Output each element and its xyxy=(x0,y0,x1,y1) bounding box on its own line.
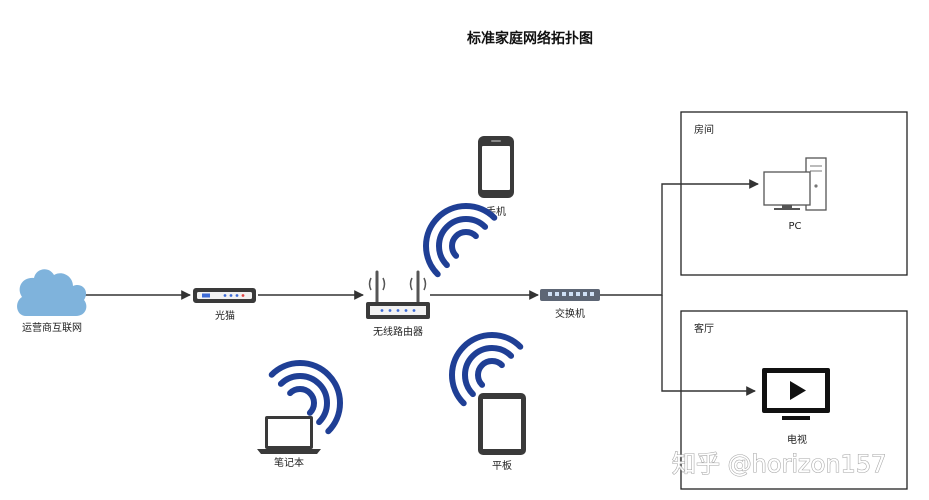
edge-switch-tv xyxy=(661,295,756,396)
switch-icon xyxy=(540,289,600,301)
pc-icon xyxy=(763,157,827,211)
laptop-icon xyxy=(257,416,321,454)
node-label-pc: PC xyxy=(788,221,801,232)
phone-icon xyxy=(478,136,514,198)
room-label-living-room: 客厅 xyxy=(694,322,714,335)
cloud-icon xyxy=(17,269,87,316)
edge-switch-pc xyxy=(600,179,759,296)
node-label-laptop: 笔记本 xyxy=(274,456,304,469)
tablet-icon xyxy=(478,393,526,455)
wifi-icon-phone xyxy=(423,203,498,278)
node-label-switch: 交换机 xyxy=(555,307,585,320)
node-label-router: 无线路由器 xyxy=(373,325,423,338)
wifi-icon-tablet xyxy=(449,332,524,407)
node-label-modem: 光猫 xyxy=(215,309,235,322)
edges xyxy=(84,179,759,396)
modem-icon xyxy=(193,288,256,303)
node-label-isp: 运营商互联网 xyxy=(22,321,82,334)
room-label-bedroom: 房间 xyxy=(694,123,714,136)
diagram-title: 标准家庭网络拓扑图 xyxy=(466,30,593,47)
node-label-tv: 电视 xyxy=(787,433,807,446)
node-label-tablet: 平板 xyxy=(492,459,512,472)
room-living-room: 客厅 xyxy=(680,310,908,490)
tv-icon xyxy=(762,368,830,420)
room-bedroom: 房间 xyxy=(680,111,908,276)
watermark: 知乎 @horizon157 xyxy=(672,450,886,478)
router-icon xyxy=(366,270,430,319)
wifi-icon-laptop xyxy=(268,360,343,435)
